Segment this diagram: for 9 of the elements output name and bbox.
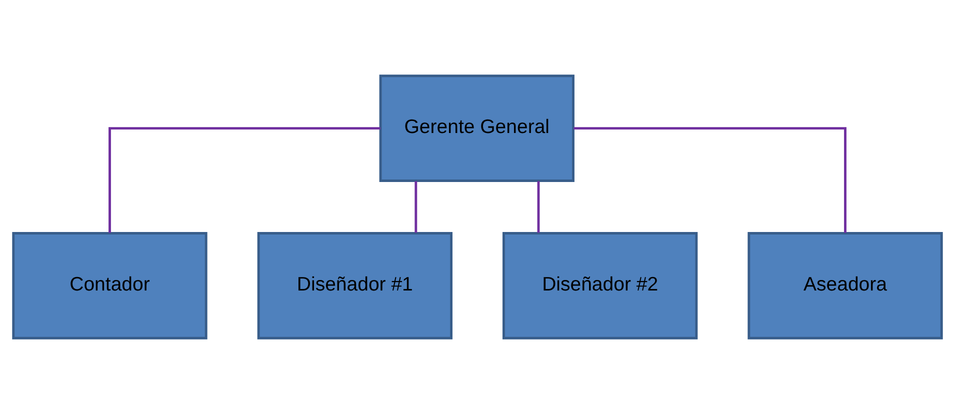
node-box: Diseñador #2 <box>502 232 698 339</box>
connector <box>537 180 540 232</box>
connector <box>574 126 846 232</box>
node-box: Gerente General <box>379 74 574 182</box>
connector <box>108 126 380 232</box>
node-box: Contador <box>12 232 208 339</box>
node-box: Aseadora <box>748 232 943 339</box>
connector <box>414 180 418 232</box>
node-box: Diseñador #1 <box>257 232 452 339</box>
